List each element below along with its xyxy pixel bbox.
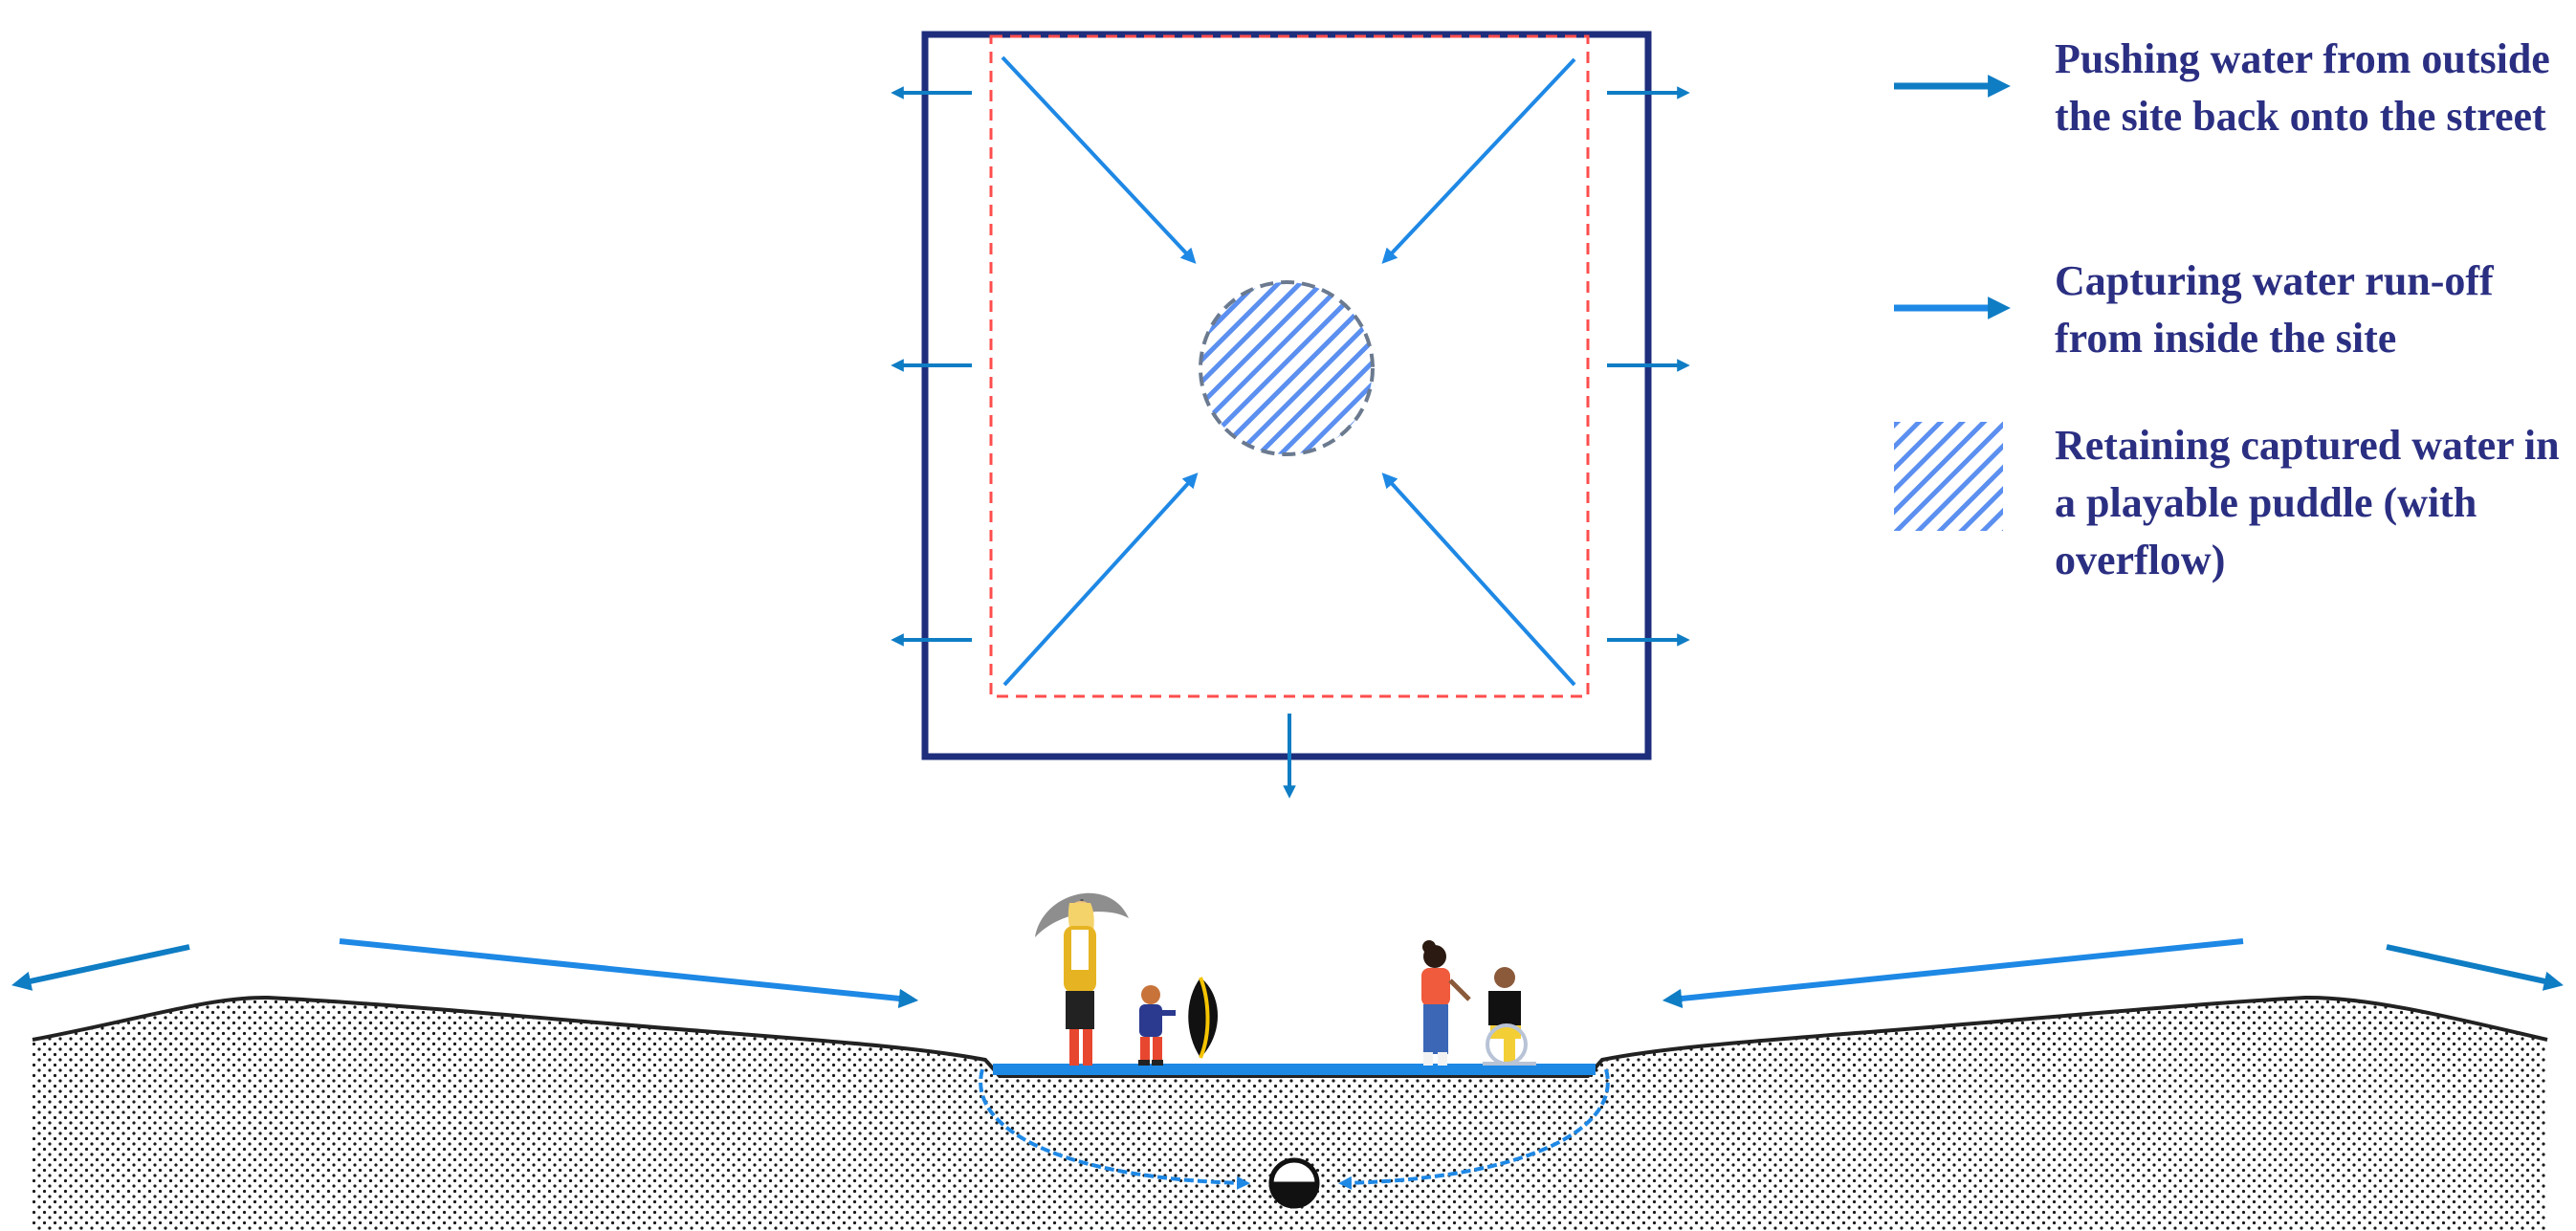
hatched-swatch-icon	[1894, 422, 2003, 531]
ground-surface-line	[32, 995, 2548, 1078]
section-push-arrow-right	[2386, 944, 2564, 991]
section-capture-arrow-left	[339, 938, 919, 1009]
overflow-arrow-left	[979, 1068, 1250, 1190]
ground	[33, 997, 2547, 1231]
legend-push-label: Pushing water from outside the site back…	[2055, 35, 2550, 140]
puddle-water	[993, 1064, 1596, 1075]
push-arrows-left	[891, 86, 972, 647]
drain-icon	[1268, 1157, 1320, 1209]
capture-arrows	[1001, 55, 1576, 687]
person-pushing-wheelchair	[1421, 940, 1471, 1066]
legend	[1894, 75, 2011, 531]
section-view	[11, 892, 2564, 1231]
playable-puddle	[1199, 280, 1375, 456]
plan-view	[891, 31, 1690, 799]
child	[1138, 985, 1176, 1066]
umbrella-closed	[1188, 977, 1219, 1059]
section-push-arrow-left	[11, 944, 190, 991]
push-arrows-right	[1607, 86, 1690, 647]
overflow-arrow-right	[1338, 1068, 1610, 1190]
person-with-umbrella	[1035, 892, 1129, 1066]
section-capture-arrow-right	[1662, 938, 2244, 1009]
legend-capture-label: Capturing water run-off from inside the …	[2055, 257, 2494, 362]
site-boundary	[921, 31, 1652, 760]
wheelchair-user	[1483, 967, 1536, 1066]
inner-site-boundary	[989, 34, 1590, 698]
legend-retain-label: Retaining captured water in a playable p…	[2055, 422, 2560, 583]
